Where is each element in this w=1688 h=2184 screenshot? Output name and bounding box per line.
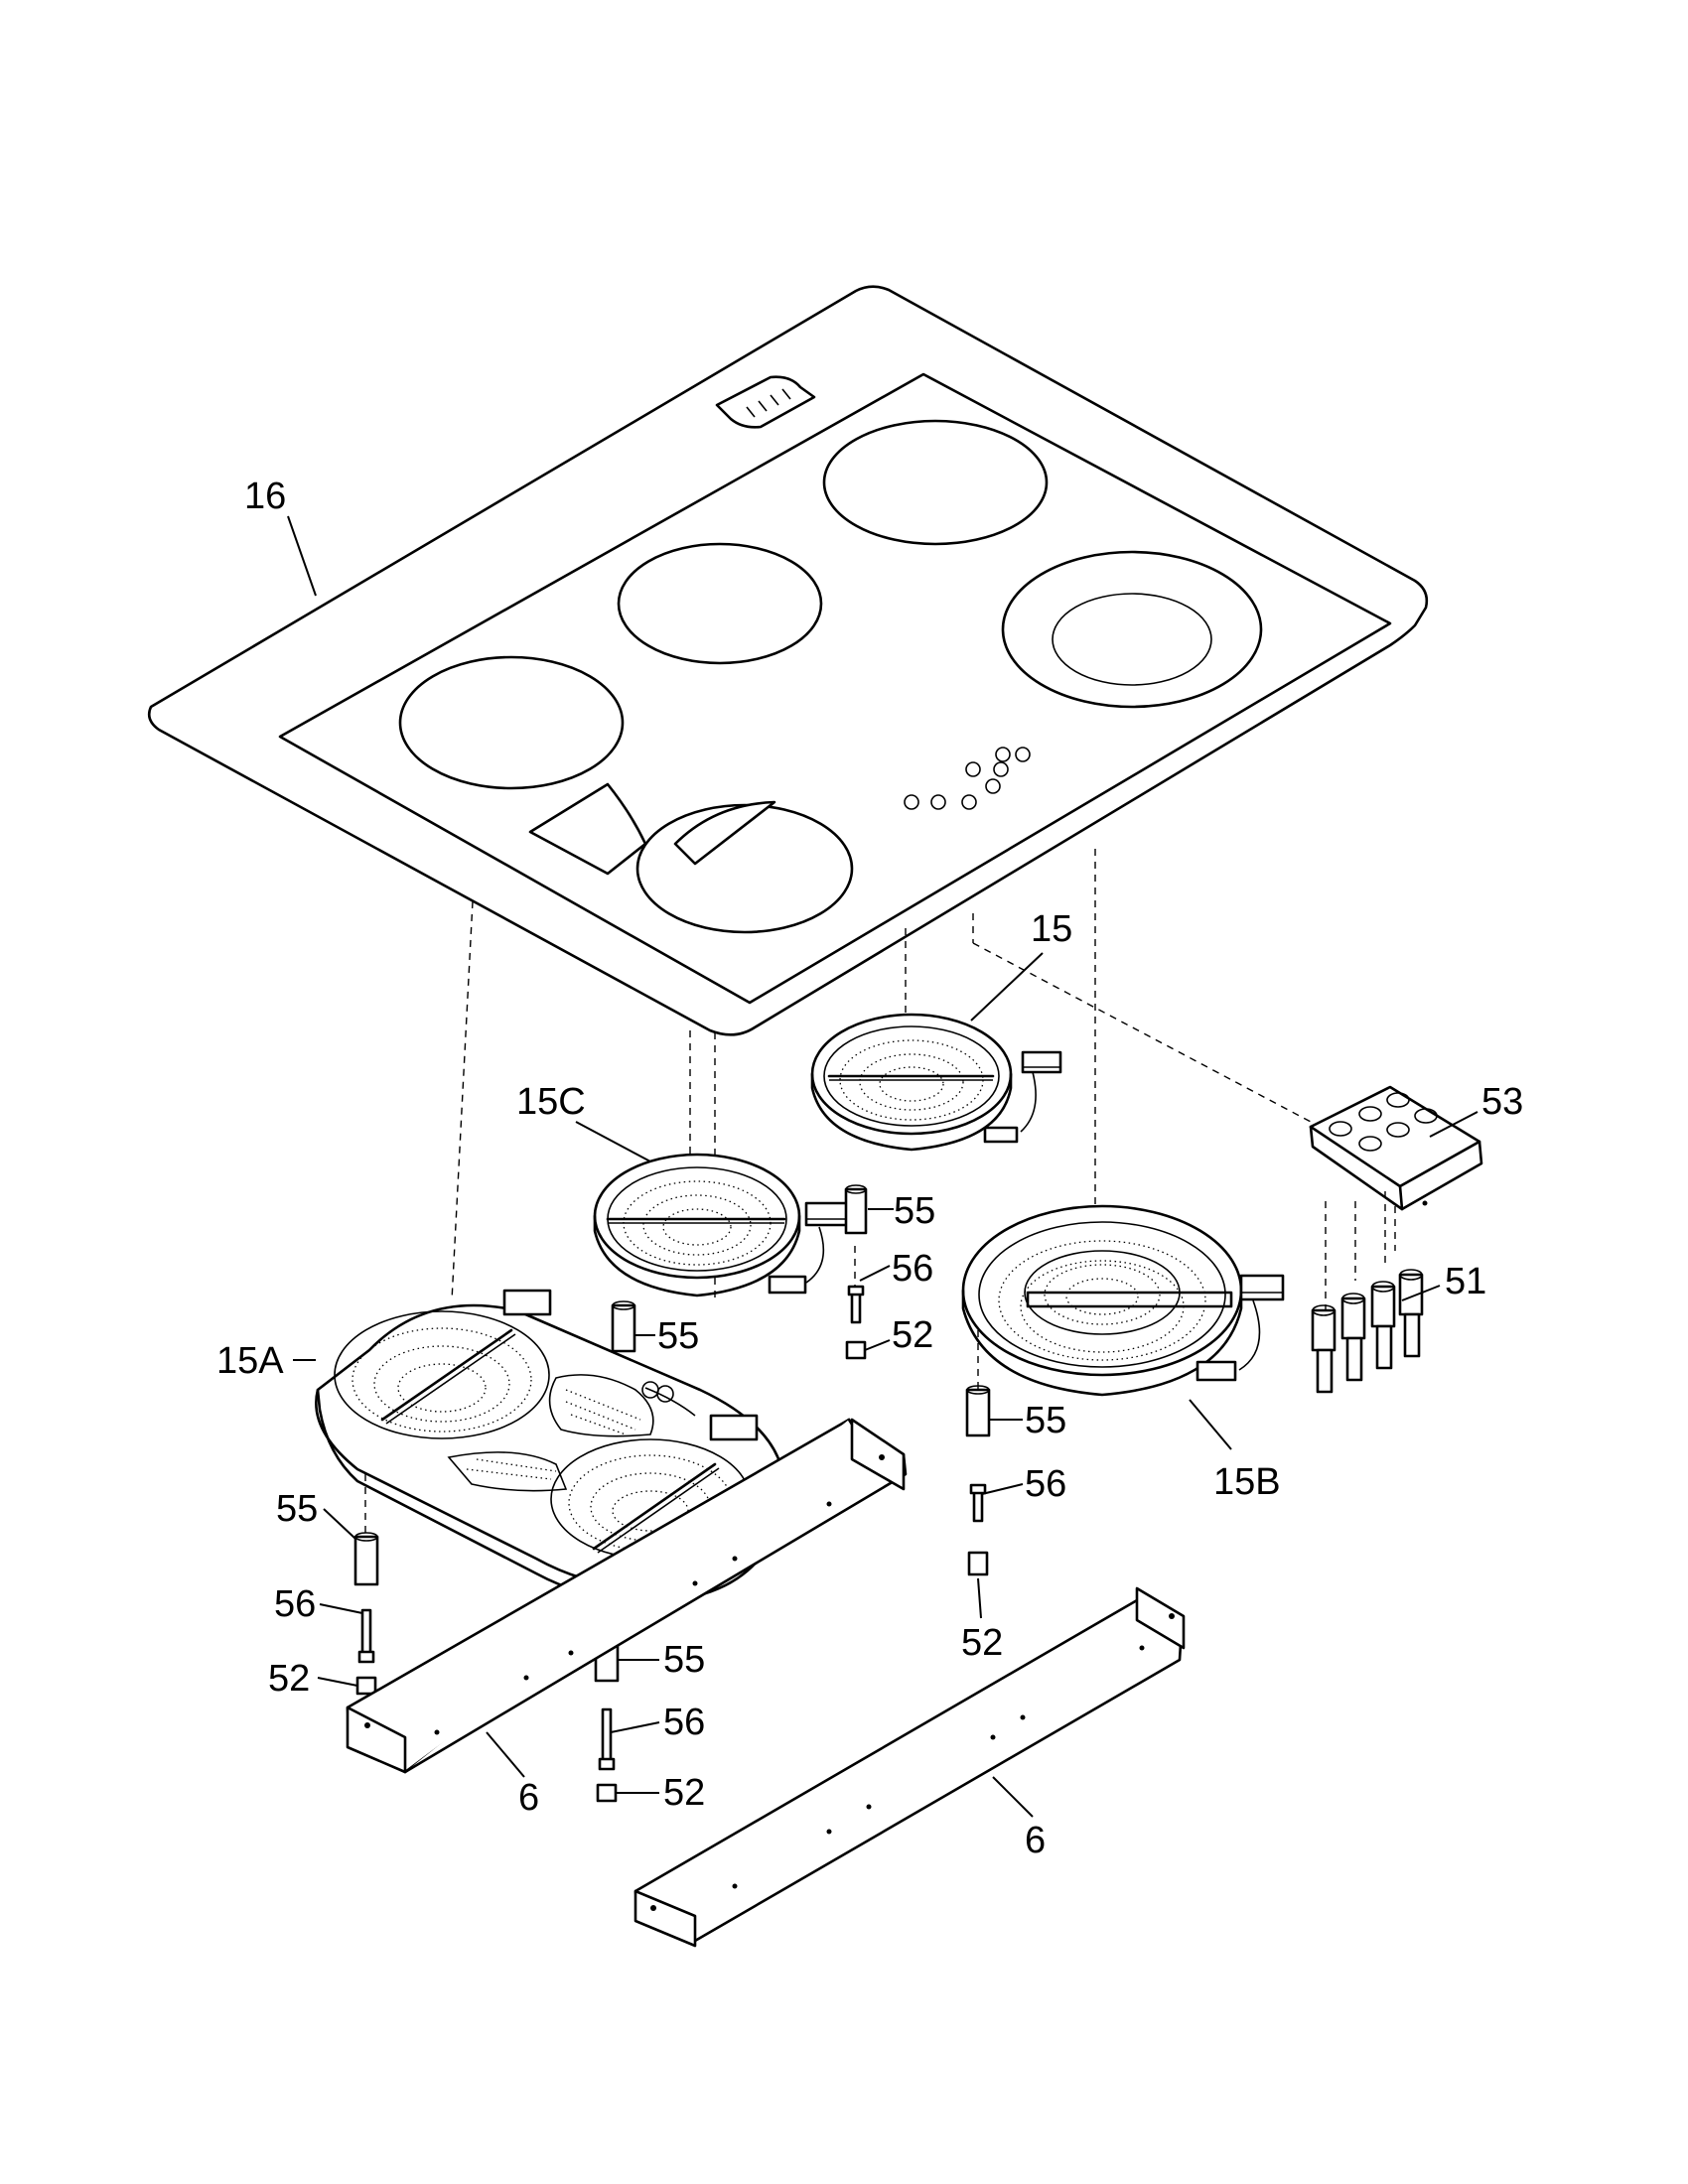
callout-56-element-15: 56 — [892, 1248, 933, 1290]
switch-bracket-53 — [1309, 1085, 1483, 1211]
callout-55-15a-left: 55 — [276, 1488, 318, 1530]
callout-53: 53 — [1481, 1081, 1523, 1123]
hardware-stack-15b-element — [965, 1385, 991, 1576]
callout-6-right-rail: 6 — [1025, 1820, 1046, 1861]
indicator-lights-51 — [1311, 1269, 1424, 1394]
callout-55-15a-right: 55 — [663, 1639, 705, 1681]
cooktop-glass — [147, 285, 1429, 1036]
cooktop-burner-right-rear — [822, 419, 1049, 546]
leader-lines — [287, 515, 1478, 1818]
radiant-element-15a-bridge — [315, 1289, 786, 1604]
radiant-element-15b-dual — [961, 1204, 1285, 1397]
callout-55-element-15: 55 — [894, 1190, 935, 1232]
hardware-stack-15-element — [844, 1184, 868, 1360]
radiant-element-15 — [810, 1013, 1062, 1152]
callout-6-left-rail: 6 — [518, 1777, 539, 1819]
callout-16: 16 — [244, 476, 286, 517]
callout-56-15a-right: 56 — [663, 1702, 705, 1743]
callout-15c: 15C — [516, 1081, 586, 1123]
callout-56-15a-left: 56 — [274, 1583, 316, 1625]
callout-15b: 15B — [1213, 1461, 1281, 1503]
callout-56-element-15b: 56 — [1025, 1463, 1066, 1505]
callout-52-element-15: 52 — [892, 1314, 933, 1356]
callout-51: 51 — [1445, 1261, 1486, 1302]
cooktop-burner-left-rear — [398, 655, 625, 790]
callout-55-element-15b: 55 — [1025, 1400, 1066, 1441]
callout-52-element-15b: 52 — [961, 1622, 1003, 1664]
callout-52-15a-left: 52 — [268, 1658, 310, 1700]
callout-52-15a-right: 52 — [663, 1772, 705, 1814]
cooktop-burner-large-right — [1001, 550, 1263, 709]
cooktop-burner-center-rear — [617, 542, 823, 665]
support-rail-right — [633, 1586, 1186, 1948]
callout-15a: 15A — [216, 1340, 284, 1382]
support-rail-left — [346, 1418, 908, 1774]
hardware-stack-15a-left — [353, 1532, 379, 1696]
cooktop-indicator-lights — [904, 747, 1031, 810]
cooktop-vent-icon — [715, 375, 816, 429]
radiant-element-15c — [593, 1153, 850, 1297]
callout-55-element-15c: 55 — [657, 1315, 699, 1357]
callout-labels: 16 15 15C 15A 15B 53 51 55 56 52 55 55 5… — [216, 476, 1523, 1861]
hardware-stack-15c-element — [611, 1300, 636, 1353]
callout-15: 15 — [1031, 908, 1072, 950]
